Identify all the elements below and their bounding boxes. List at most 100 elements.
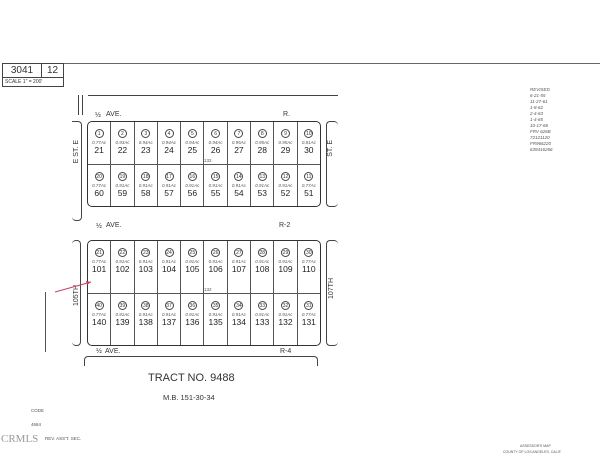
street-105th	[72, 240, 81, 346]
lot-number: 107	[231, 264, 247, 274]
lot-number: 136	[185, 317, 200, 327]
parcel-acreage: 0.91Ac	[208, 183, 223, 188]
ave-r2-label: AVE.	[106, 222, 122, 229]
revision-entry: FR966220	[530, 141, 552, 146]
parcel-circle-number: 31	[304, 301, 314, 310]
lot-number: 137	[161, 317, 177, 327]
lot-number: 105	[185, 264, 200, 274]
parcel-circle-number: 14	[234, 172, 244, 181]
assessor-map-label: ASSESSOR'S MAP	[520, 444, 551, 448]
parcel-circle-number: 18	[141, 172, 151, 181]
parcel-acreage: 0.91Ac	[185, 312, 200, 317]
parcel-circle-number: 24	[164, 248, 174, 257]
parcel-acreage: 0.91Ac	[231, 183, 246, 188]
parcel-acreage: 0.91Ac	[138, 312, 153, 317]
parcel-acreage: 0.91Ac	[138, 183, 153, 188]
parcel-acreage: 0.91Ac	[208, 312, 223, 317]
parcel-circle-number: 38	[141, 301, 151, 310]
block-3-edge	[84, 356, 318, 366]
r2-label: R-2	[279, 222, 291, 229]
lot-number: 104	[161, 264, 177, 274]
parcel-acreage: 0.94Ac	[185, 140, 200, 145]
parcel-circle-number: 8	[257, 129, 267, 138]
parcel-circle-number: 35	[211, 301, 221, 310]
lot-number: 25	[187, 145, 198, 155]
parcel-acreage: 0.91Ac	[255, 183, 270, 188]
county-label: COUNTY OF LOS ANGELES, CALIF.	[503, 450, 562, 454]
parcel-circle-number: 16	[187, 172, 197, 181]
half-label: ½	[96, 348, 102, 355]
crmls-watermark: CRMLS	[1, 433, 39, 445]
parcel-acreage: 0.94Ac	[138, 140, 153, 145]
lot-number: 133	[255, 317, 270, 327]
lot-number: 27	[234, 145, 244, 155]
parcel-circle-number: 15	[211, 172, 221, 181]
parcel-circle-number: 33	[257, 301, 267, 310]
parcel-acreage: 0.91Ac	[138, 259, 153, 264]
parcel-circle-number: 19	[117, 172, 127, 181]
parcel-acreage: 0.77Ac	[301, 183, 316, 188]
parcel-circle-number: 26	[211, 248, 221, 257]
lot-number: 132	[278, 317, 293, 327]
lot-number: 135	[208, 317, 223, 327]
lot-number: 57	[164, 188, 174, 198]
lot-number: 52	[280, 188, 291, 198]
107th-label: 107TH	[328, 278, 335, 300]
revision-entry: 2-4-63	[530, 111, 544, 116]
lot-number: 24	[164, 145, 174, 155]
e-st-label: E ST. E	[73, 140, 80, 164]
revision-entry: 1-4-65	[530, 117, 544, 122]
tract-title: TRACT NO. 9488	[148, 372, 235, 384]
parcel-circle-number: 27	[234, 248, 244, 257]
parcel-acreage: 0.93Ac	[115, 140, 130, 145]
lot-number: 106	[208, 264, 223, 274]
street-west	[72, 121, 82, 221]
parcel-circle-number: 6	[211, 129, 221, 138]
parcel-circle-number: 23	[141, 248, 151, 257]
border-line	[64, 63, 600, 64]
parcel-circle-number: 37	[164, 301, 174, 310]
lot-number: 108	[255, 264, 270, 274]
book-number: 3041	[10, 65, 34, 76]
lot-number: 28	[257, 145, 267, 155]
parcel-acreage: 0.95Ac	[278, 140, 293, 145]
parcel-acreage: 0.77Ac	[92, 259, 107, 264]
parcel-acreage: 0.91Ac	[255, 259, 270, 264]
revision-entry: REVISED	[530, 87, 550, 92]
lot-number: 54	[234, 188, 244, 198]
lot-number: 103	[138, 264, 153, 274]
parcel-circle-number: 40	[94, 301, 104, 310]
parcel-acreage: 0.94Ac	[162, 140, 177, 145]
lot-number: 110	[302, 264, 316, 274]
revision-entry: 639416266	[530, 147, 553, 152]
revision-entry: 72121120	[530, 135, 550, 140]
lot-number: 139	[115, 317, 130, 327]
parcel-acreage: 0.77Ac	[92, 140, 107, 145]
